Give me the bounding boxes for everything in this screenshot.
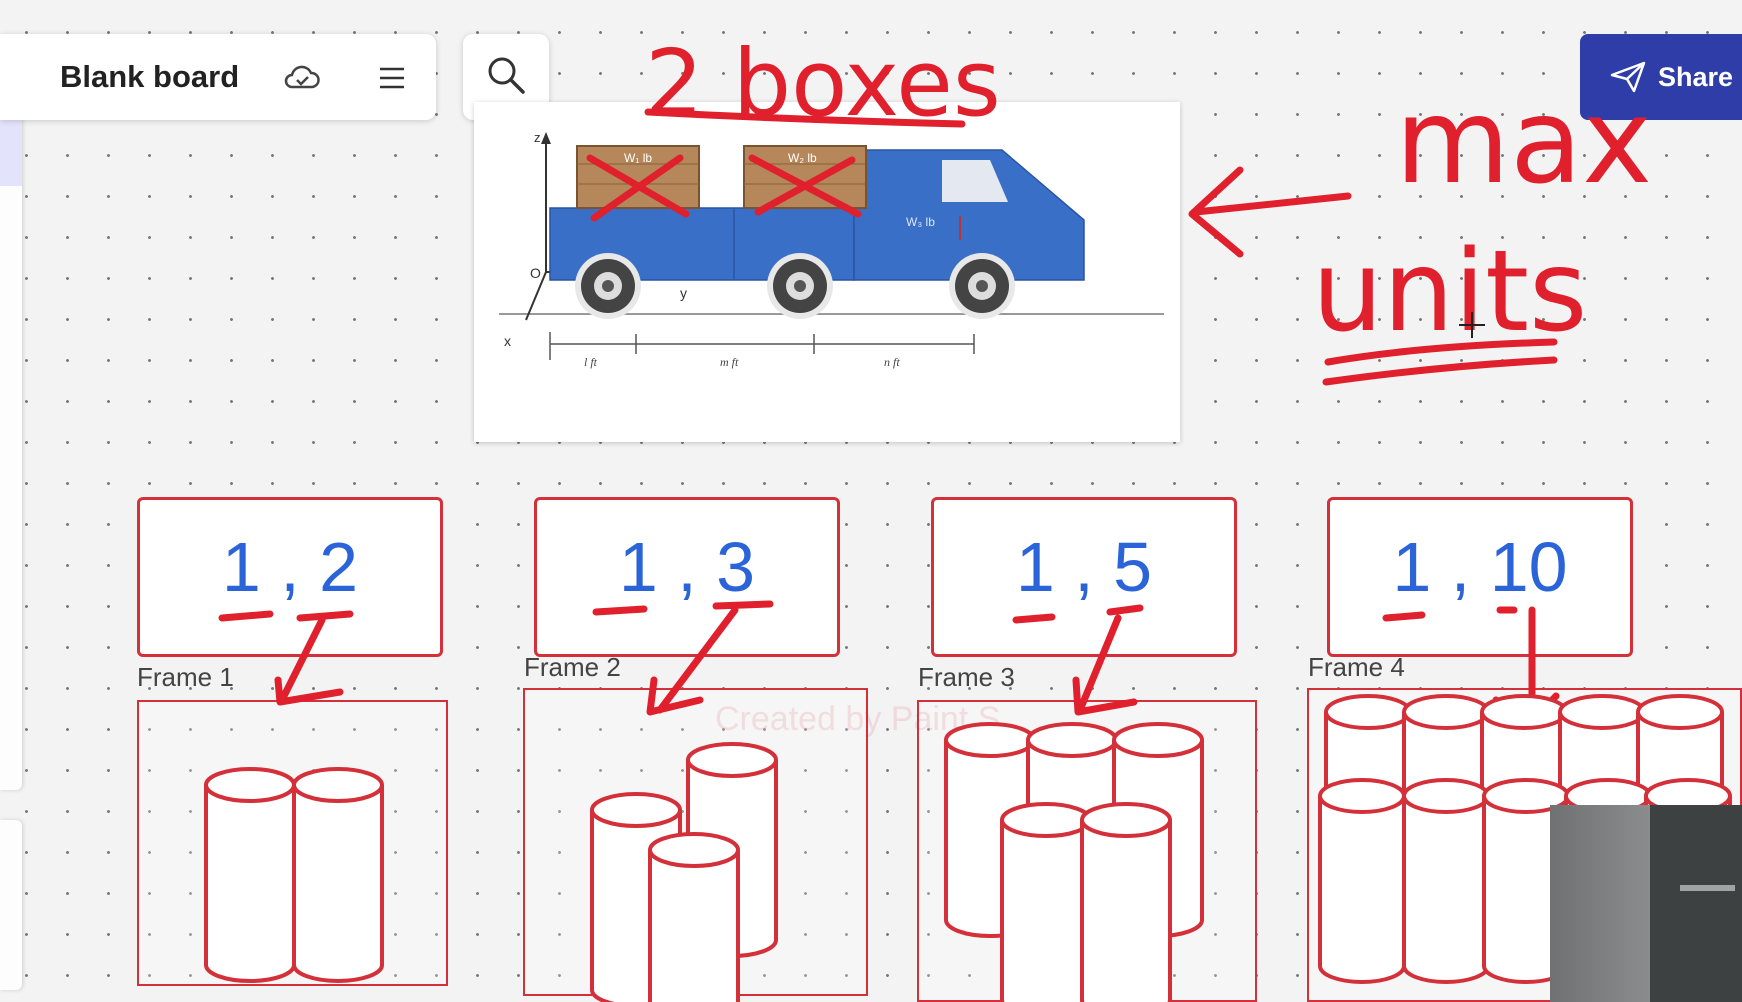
axis-x-label: x <box>504 333 511 349</box>
ratio-box-3[interactable]: 1 , 5 <box>931 497 1237 657</box>
ratio-box-4[interactable]: 1 , 10 <box>1327 497 1633 657</box>
share-label: Share <box>1658 61 1734 92</box>
origin-label: O <box>530 265 541 281</box>
ratio-text-1: 1 , 2 <box>221 528 359 606</box>
ratio-text-3: 1 , 5 <box>1015 528 1153 606</box>
ratio-box-1[interactable]: 1 , 2 <box>137 497 443 657</box>
dim-n-label: n ft <box>884 355 900 369</box>
wheel-middle <box>767 253 833 319</box>
watermark-text: Created by Paint S <box>715 700 1001 738</box>
wheel-rear <box>575 253 641 319</box>
wheel-front <box>949 253 1015 319</box>
left-toolbar[interactable] <box>0 100 22 790</box>
left-toolbar-active-tool[interactable] <box>0 108 22 186</box>
frame-1[interactable] <box>137 700 448 986</box>
webcam-feed <box>1550 805 1742 1002</box>
axis-z-label: z <box>534 130 541 145</box>
truck-window <box>942 160 1008 202</box>
ratio-box-2[interactable]: 1 , 3 <box>534 497 840 657</box>
truck-weight-label: W₃ lb <box>906 215 935 229</box>
x-axis <box>525 271 547 321</box>
left-toolbar-secondary[interactable] <box>0 820 22 990</box>
ratio-text-4: 1 , 10 <box>1392 528 1568 606</box>
box-2-label: W₂ lb <box>788 151 817 165</box>
axis-y-label: y <box>680 285 687 301</box>
board-title[interactable]: Blank board <box>60 59 240 94</box>
box-1-label: W₁ lb <box>624 151 652 165</box>
dim-m-label: m ft <box>720 355 739 369</box>
dim-l-label: l ft <box>584 355 598 369</box>
share-button[interactable]: Share <box>1580 34 1742 120</box>
ratio-text-2: 1 , 3 <box>618 528 756 606</box>
frame-3-label[interactable]: Frame 3 <box>918 662 1015 692</box>
frame-4-label[interactable]: Frame 4 <box>1308 652 1405 682</box>
move-cursor-icon <box>1459 312 1485 338</box>
frame-1-label[interactable]: Frame 1 <box>137 662 234 692</box>
send-icon <box>1610 61 1646 93</box>
frame-2-label[interactable]: Frame 2 <box>524 652 621 682</box>
menu-icon[interactable] <box>372 62 412 94</box>
frame-3[interactable] <box>917 700 1257 1002</box>
annotation-underline-units <box>1322 338 1558 386</box>
truck-diagram-image[interactable]: z y x O W₃ lb W₁ lb W₂ lb <box>474 102 1180 442</box>
cloud-sync-icon[interactable] <box>282 62 322 94</box>
arrow-to-image <box>1188 166 1352 258</box>
truck-cab <box>853 149 1085 281</box>
board-title-bar: Blank board <box>0 34 436 120</box>
annotation-units: units <box>1312 227 1587 357</box>
search-icon <box>485 54 527 101</box>
